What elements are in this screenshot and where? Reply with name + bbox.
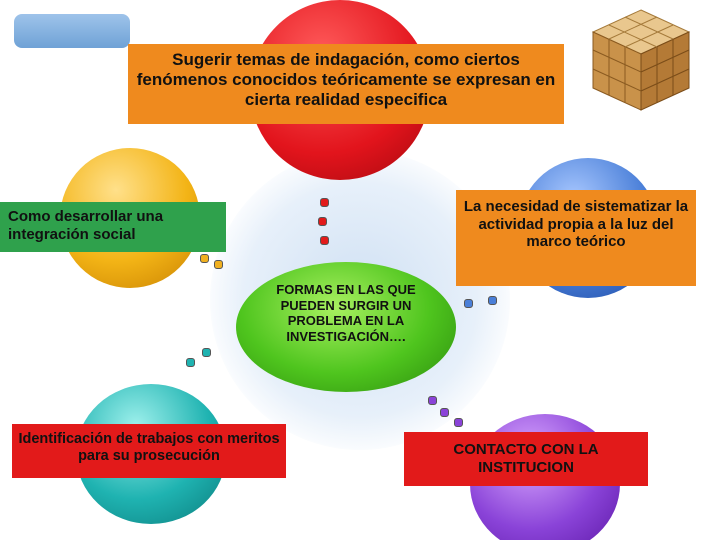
logo-placeholder bbox=[14, 14, 130, 48]
connector-dot bbox=[214, 260, 223, 269]
top-node-text: Sugerir temas de indagación, como cierto… bbox=[128, 44, 564, 124]
bottom-right-node-text: CONTACTO CON LA INSTITUCION bbox=[404, 432, 648, 486]
connector-dot bbox=[202, 348, 211, 357]
connector-dot bbox=[440, 408, 449, 417]
center-circle bbox=[236, 262, 456, 392]
connector-dot bbox=[186, 358, 195, 367]
connector-dot bbox=[318, 217, 327, 226]
left-node-text: Como desarrollar una integración social bbox=[0, 202, 226, 252]
cube-logo-icon bbox=[591, 9, 691, 111]
connector-dot bbox=[454, 418, 463, 427]
connector-dot bbox=[428, 396, 437, 405]
right-node-text: La necesidad de sistematizar la activida… bbox=[456, 190, 696, 286]
connector-dot bbox=[320, 236, 329, 245]
bottom-left-node-text: Identificación de trabajos con meritos p… bbox=[12, 424, 286, 478]
connector-dot bbox=[464, 299, 473, 308]
connector-dot bbox=[320, 198, 329, 207]
connector-dot bbox=[488, 296, 497, 305]
center-node-text: FORMAS EN LAS QUE PUEDEN SURGIR UN PROBL… bbox=[276, 282, 416, 344]
connector-dot bbox=[200, 254, 209, 263]
